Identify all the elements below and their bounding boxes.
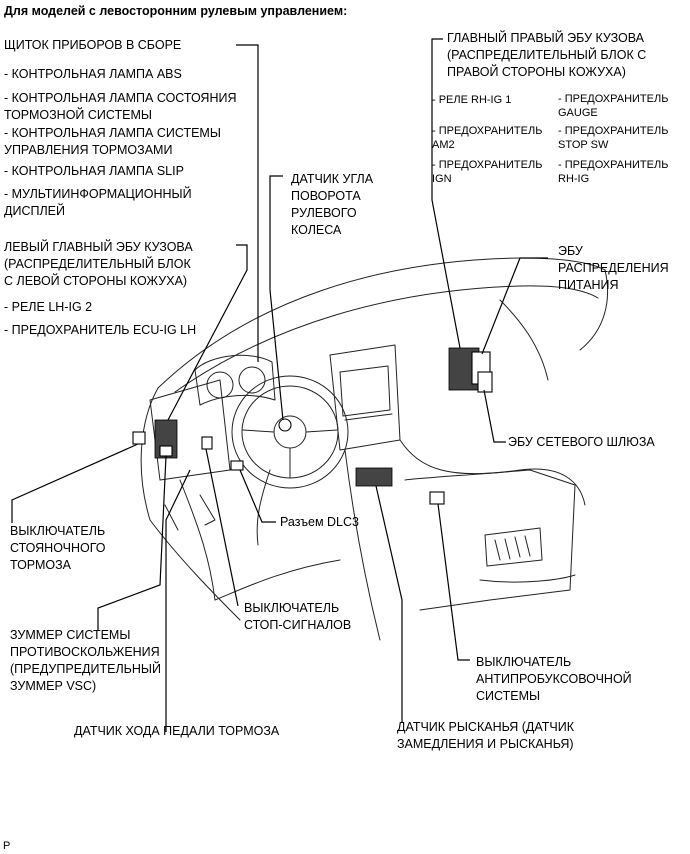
a-pillar-right <box>579 269 608 351</box>
steering-column <box>256 469 271 546</box>
label-abs-lamp: - КОНТРОЛЬНАЯ ЛАМПА ABS <box>4 67 182 81</box>
label-right-body-ecu: ГЛАВНЫЙ ПРАВЫЙ ЭБУ КУЗОВА (РАСПРЕДЕЛИТЕЛ… <box>447 31 647 79</box>
page-header: Для моделей с левосторонним рулевым упра… <box>4 4 348 18</box>
label-ign-fuse: - ПРЕДОХРАНИТЕЛЬ IGN <box>432 159 543 185</box>
label-parking-brake-switch: ВЫКЛЮЧАТЕЛЬ СТОЯНОЧНОГО ТОРМОЗА <box>10 524 106 572</box>
label-traction-switch: ВЫКЛЮЧАТЕЛЬ АНТИПРОБУКСОВОЧНОЙ СИСТЕМЫ <box>476 655 632 703</box>
label-yaw-rate-sensor: ДАТЧИК РЫСКАНЬЯ (ДАТЧИК ЗАМЕДЛЕНИЯ И РЫС… <box>397 720 574 751</box>
rear-vent <box>484 527 543 567</box>
label-rh-ig-fuse: - ПРЕДОХРАНИТЕЛЬ RH-IG <box>558 159 669 185</box>
console-left <box>344 449 381 641</box>
label-multi-display: - МУЛЬТИИНФОРМАЦИОННЫЙ ДИСПЛЕЙ <box>4 187 192 218</box>
parking-brake-switch-part <box>132 431 146 445</box>
label-rh-ig1-relay: - РЕЛЕ RH-IG 1 <box>432 94 512 106</box>
rear-vent-slats <box>494 535 531 561</box>
yaw-sensor-part <box>355 467 393 487</box>
stop-lamp-switch-part <box>201 436 213 450</box>
lower-panel <box>179 479 216 601</box>
label-lh-ig2-relay: - РЕЛЕ LH-IG 2 <box>4 300 93 314</box>
floor-line <box>149 519 241 621</box>
label-skid-buzzer: ЗУММЕР СИСТЕМЫ ПРОТИВОСКОЛЬЖЕНИЯ (ПРЕДУП… <box>10 628 161 693</box>
leader-instrument-cluster <box>236 44 259 362</box>
label-stop-lamp-switch: ВЫКЛЮЧАТЕЛЬ СТОП-СИГНАЛОВ <box>244 601 352 632</box>
leader-pedal-sensor <box>165 469 191 732</box>
console-rear-base <box>479 574 576 583</box>
leader-yaw-sensor <box>375 485 403 722</box>
label-gauge-fuse: - ПРЕДОХРАНИТЕЛЬ GAUGE <box>558 93 669 119</box>
label-pedal-stroke-sensor: ДАТЧИК ХОДА ПЕДАЛИ ТОРМОЗА <box>74 724 280 738</box>
label-ecu-ig-lh-fuse: - ПРЕДОХРАНИТЕЛЬ ECU-IG LH <box>4 323 197 337</box>
navigation-display <box>339 365 391 417</box>
label-stop-sw-fuse: - ПРЕДОХРАНИТЕЛЬ STOP SW <box>558 125 669 151</box>
label-dlc3: Разъем DLC3 <box>280 515 359 529</box>
leader-left-body-ecu <box>167 244 248 421</box>
leader-stop-lamp <box>205 448 239 607</box>
steering-wheel <box>231 375 349 489</box>
leader-dlc3 <box>239 469 276 523</box>
leader-gateway-ecu <box>483 389 506 443</box>
console-top <box>399 439 586 506</box>
label-left-body-ecu: ЛЕВЫЙ ГЛАВНЫЙ ЭБУ КУЗОВА (РАСПРЕДЕЛИТЕЛЬ… <box>4 240 193 288</box>
floor-front <box>214 559 341 601</box>
leader-right-body-ecu <box>431 38 461 349</box>
leader-traction-switch <box>437 503 470 661</box>
leader-steering-sensor <box>269 175 284 421</box>
label-instrument-cluster: ЩИТОК ПРИБОРОВ В СБОРЕ <box>4 38 182 52</box>
label-power-ecu: ЭБУ РАСПРЕДЕЛЕНИЯ ПИТАНИЯ <box>558 244 669 292</box>
leader-buzzer <box>97 455 167 630</box>
gauge-right <box>238 366 266 394</box>
armrest <box>404 469 576 611</box>
leader-parking-brake <box>11 443 139 523</box>
label-brake-system-lamp: - КОНТРОЛЬНАЯ ЛАМПА СОСТОЯНИЯ ТОРМОЗНОЙ … <box>4 91 237 122</box>
stack-vent-line <box>344 413 393 421</box>
traction-switch-part <box>429 491 445 505</box>
label-slip-lamp: - КОНТРОЛЬНАЯ ЛАМПА SLIP <box>4 164 184 178</box>
gauge-left <box>206 371 234 399</box>
label-brake-control-lamp: - КОНТРОЛЬНАЯ ЛАМПА СИСТЕМЫ УПРАВЛЕНИЯ Т… <box>4 126 221 157</box>
dash-right-edge <box>499 299 549 381</box>
label-am2-fuse: - ПРЕДОХРАНИТЕЛЬ AM2 <box>432 125 543 151</box>
gateway-ecu-part <box>477 371 493 393</box>
dash-top-line <box>174 285 599 393</box>
leader-power-ecu <box>481 257 548 355</box>
windshield-line <box>157 257 606 389</box>
steering-sensor-part <box>278 418 292 432</box>
parking-pedal-arm <box>164 504 179 531</box>
label-gateway-ecu: ЭБУ СЕТЕВОГО ШЛЮЗА <box>508 435 655 449</box>
buzzer-part <box>159 445 173 457</box>
label-steering-sensor: ДАТЧИК УГЛА ПОВОРОТА РУЛЕВОГО КОЛЕСА <box>291 172 374 237</box>
brake-pedal-arm <box>199 494 216 526</box>
steering-spokes <box>242 429 338 479</box>
instrument-cluster <box>194 354 276 406</box>
dlc3-part <box>230 460 244 471</box>
footer-mark: P <box>3 840 11 852</box>
